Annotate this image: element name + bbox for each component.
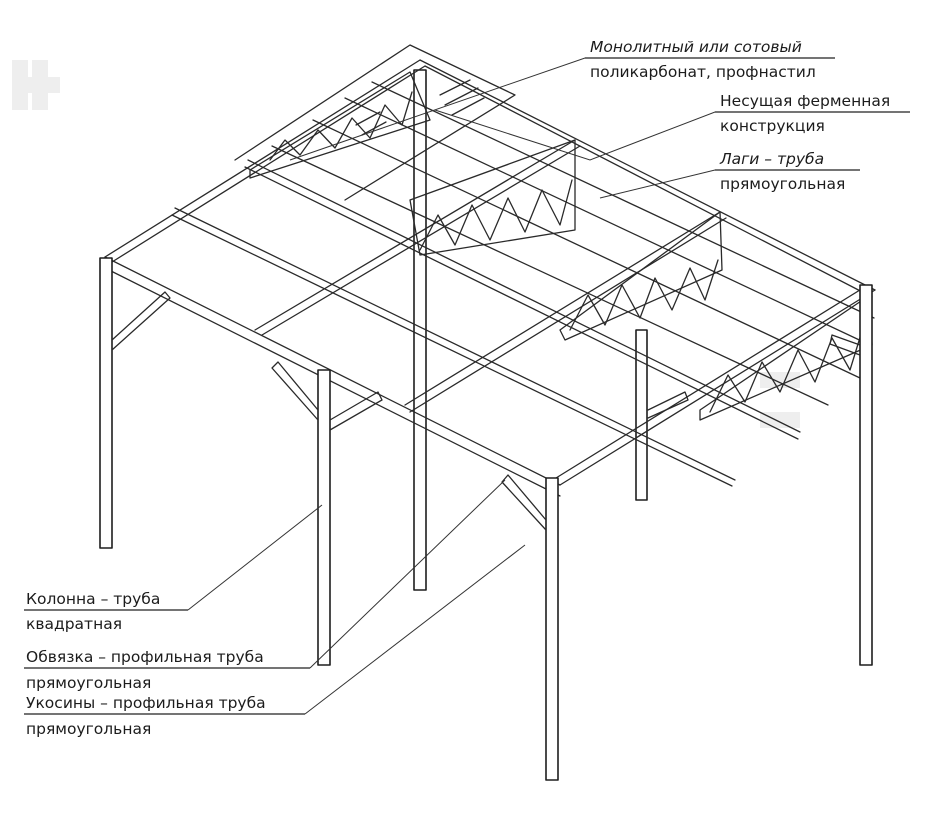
column-front-left	[99, 257, 113, 549]
label-braces-line1: Укосины – профильная труба	[26, 694, 266, 712]
label-roofing-line2: поликарбонат, профнастил	[590, 63, 816, 81]
label-truss: Несущая ферменная конструкция	[720, 92, 890, 135]
label-underlines	[24, 57, 910, 715]
label-strapping: Обвязка – профильная труба прямоугольная	[26, 648, 264, 692]
label-roofing: Монолитный или сотовый поликарбонат, про…	[590, 38, 816, 81]
trusses	[249, 71, 873, 421]
roofing-sheet	[234, 44, 516, 201]
label-truss-line1: Несущая ферменная	[720, 92, 890, 110]
knee-braces	[111, 291, 861, 531]
label-braces: Укосины – профильная труба прямоугольная	[26, 694, 266, 738]
column-right-back	[859, 284, 873, 666]
label-purlins: Лаги – труба прямоугольная	[719, 150, 845, 193]
label-purlins-line2: прямоугольная	[720, 175, 845, 193]
back-columns	[413, 69, 648, 591]
column-front-right	[545, 477, 559, 781]
label-strapping-line2: прямоугольная	[26, 674, 151, 692]
column-back-middle	[635, 329, 648, 501]
label-strapping-line1: Обвязка – профильная труба	[26, 648, 264, 666]
column-back-left	[413, 69, 427, 591]
label-braces-line2: прямоугольная	[26, 720, 151, 738]
label-column: Колонна – труба квадратная	[26, 590, 160, 633]
label-purlins-line1: Лаги – труба	[719, 150, 824, 168]
roof-frame	[104, 59, 876, 497]
column-front-middle	[317, 369, 331, 666]
label-column-line2: квадратная	[26, 615, 122, 633]
label-column-line1: Колонна – труба	[26, 590, 160, 608]
front-columns	[99, 257, 873, 781]
label-roofing-line1: Монолитный или сотовый	[590, 38, 802, 56]
label-truss-line2: конструкция	[720, 117, 825, 135]
